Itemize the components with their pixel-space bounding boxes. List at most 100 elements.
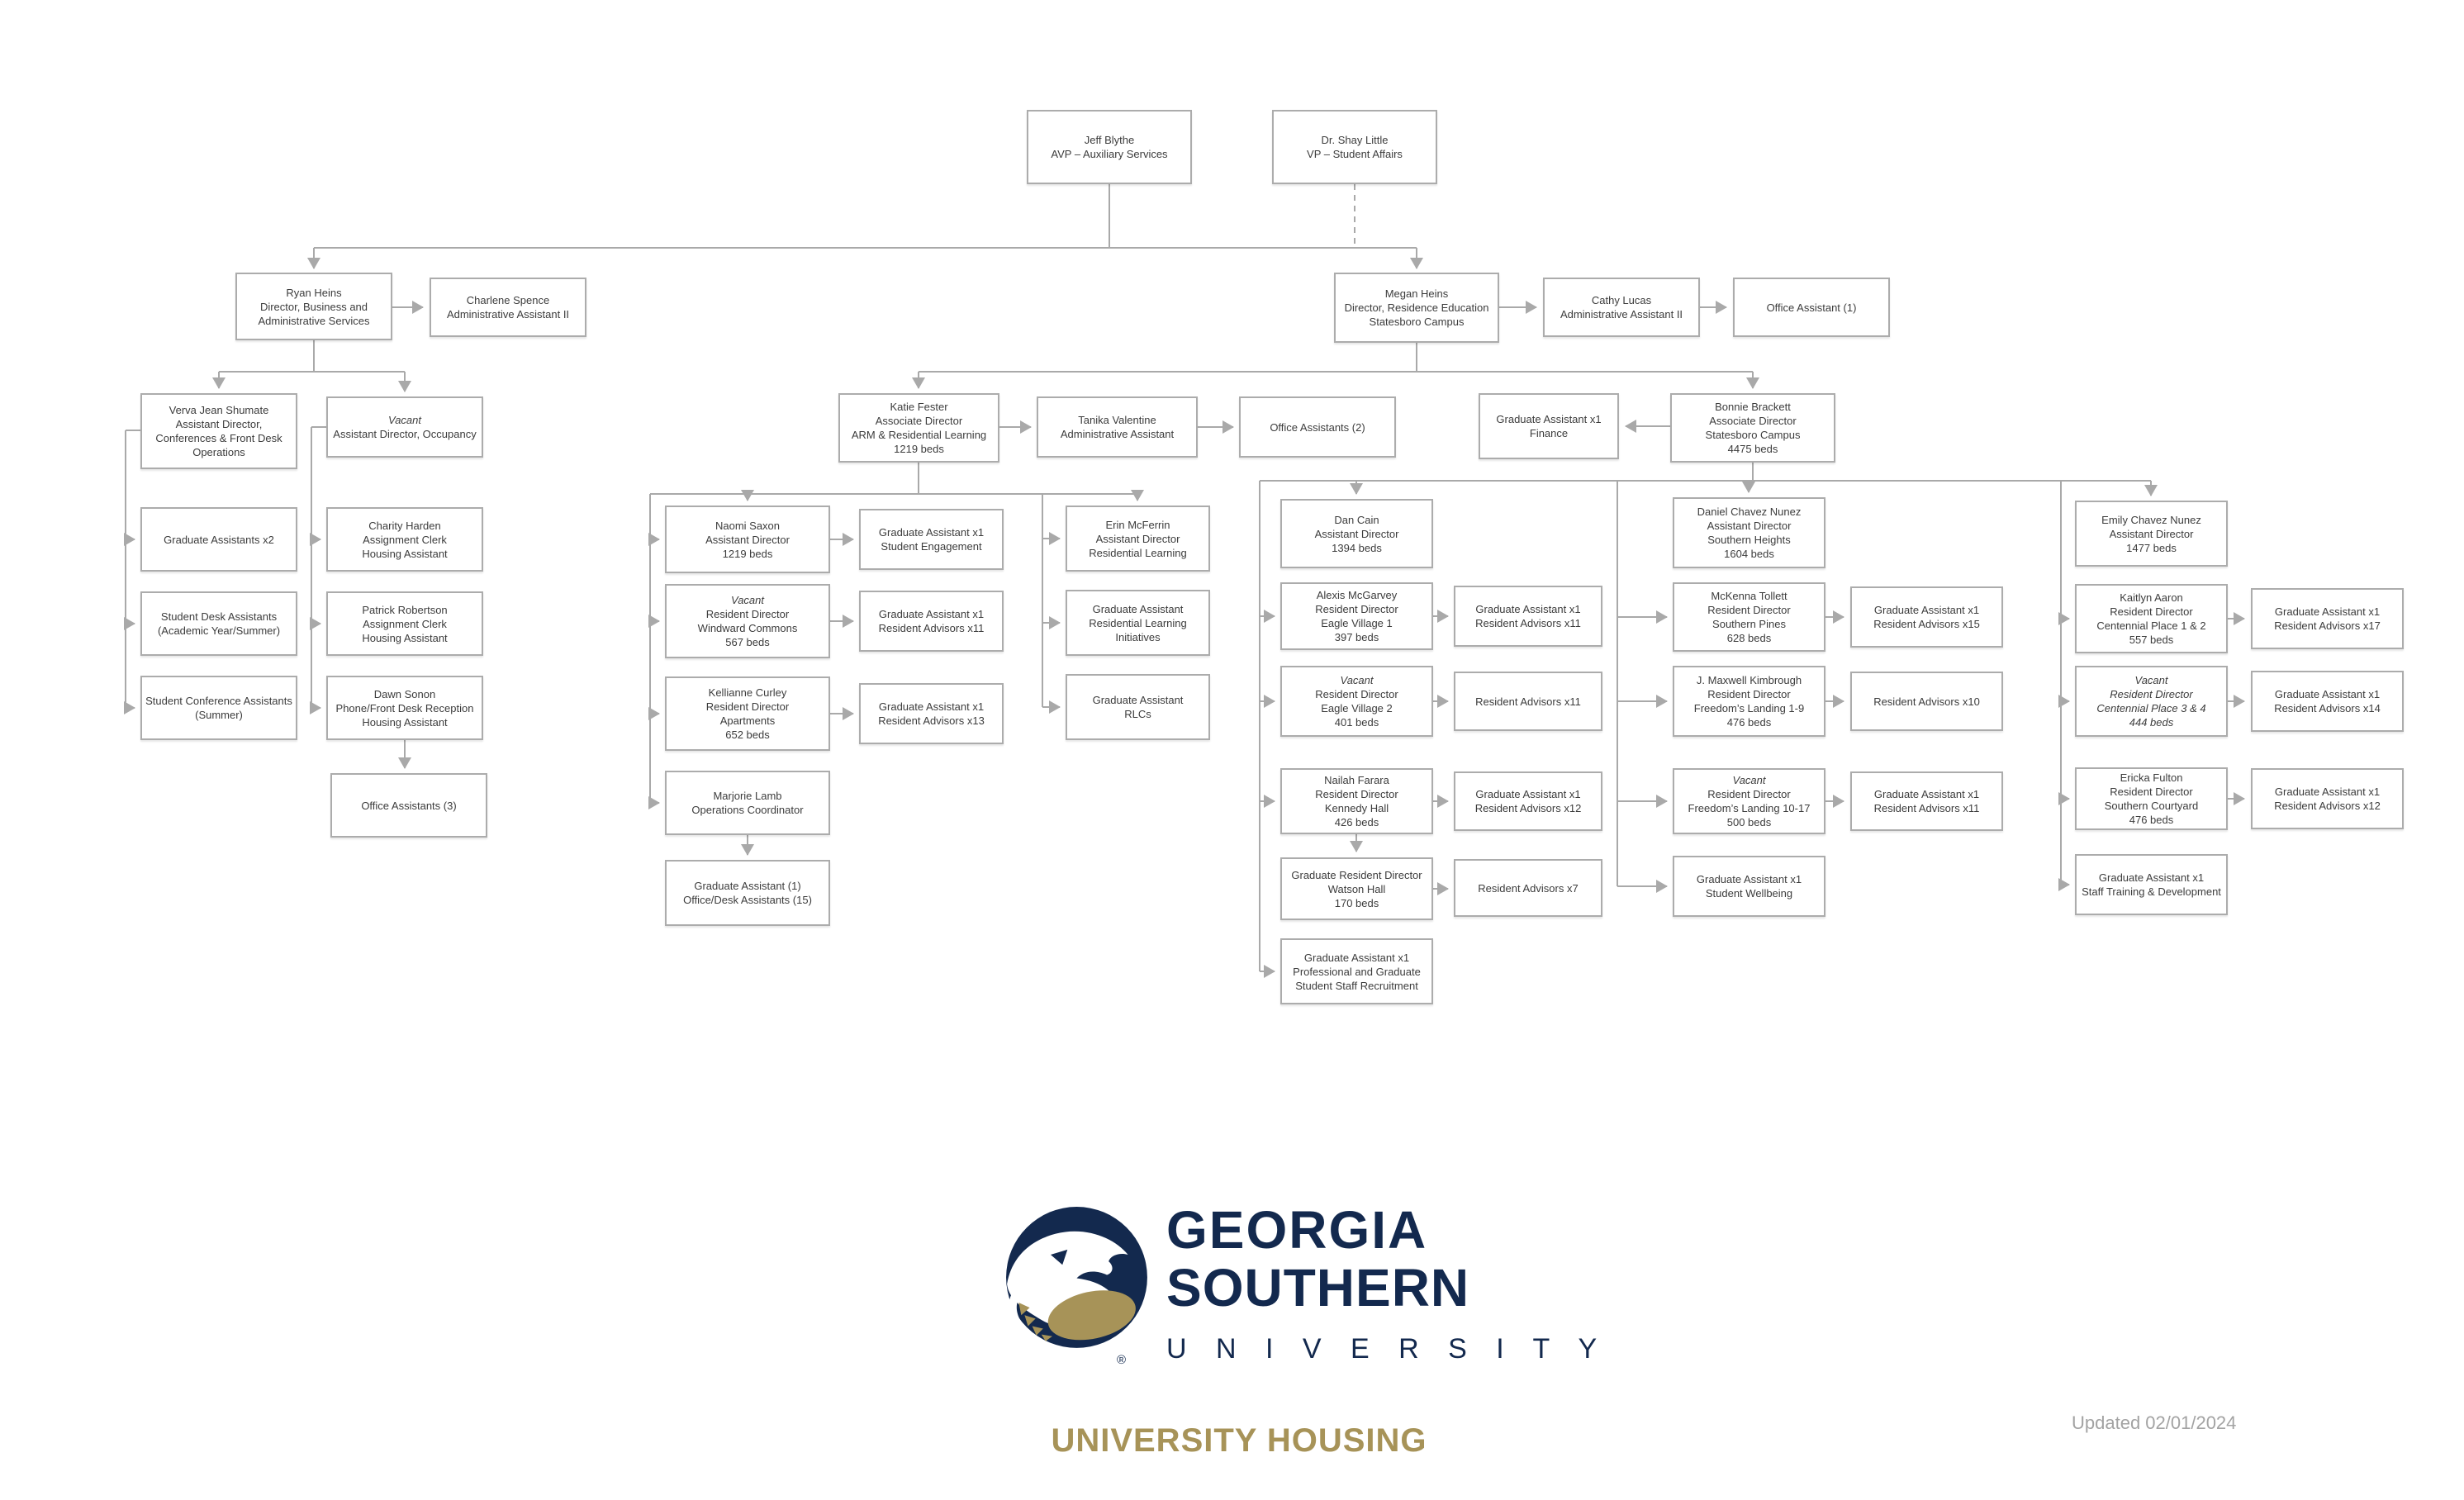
text-line: 628 beds — [1726, 632, 1772, 644]
text-line: (Academic Year/Summer) — [157, 624, 281, 637]
text-line: Student Wellbeing — [1705, 887, 1793, 900]
text-line: Administrative Assistant II — [446, 308, 570, 320]
text-line: Graduate Assistants x2 — [164, 533, 274, 546]
text-line: 500 beds — [1726, 816, 1772, 828]
text-line: Southern Heights — [1707, 534, 1791, 546]
text-line: Megan Heins — [1384, 287, 1449, 300]
text-line: Charlene Spence — [466, 294, 550, 306]
text-line: Graduate Assistant (1) — [694, 880, 801, 892]
text-line: Verva Jean Shumate — [169, 404, 269, 416]
text-line: Assistant Director — [1707, 520, 1792, 532]
text-line: Assistant Director — [2109, 527, 2194, 540]
text-line: Bonnie Brackett — [1715, 401, 1791, 413]
text-line: Freedom’s Landing 1-9 — [1693, 702, 1805, 714]
text-line: Vacant — [2134, 674, 2168, 686]
text-line: VP – Student Affairs — [1307, 148, 1403, 160]
node-ra-x7-watson: Resident Advisors x7 — [1454, 859, 1602, 917]
text-line: 170 beds — [1334, 896, 1379, 909]
text-line: Assistant Director, Occupancy — [333, 428, 477, 440]
text-line: Emily Chavez Nunez — [2101, 513, 2201, 526]
text-line: Dawn Sonon — [373, 687, 436, 700]
text-line: Vacant — [1732, 774, 1766, 786]
text-line: Centennial Place 3 & 4 — [2096, 702, 2206, 714]
text-line: Student Staff Recruitment — [1295, 979, 1418, 992]
text-line: Ericka Fulton — [2120, 771, 2183, 784]
text-line: Office/Desk Assistants (15) — [683, 894, 812, 906]
text-line: Nailah Farara — [1324, 774, 1389, 786]
text-line: Administrative Services — [258, 314, 370, 327]
text-line: Centennial Place 1 & 2 — [2096, 619, 2206, 632]
text-line: Resident Director — [2110, 786, 2193, 798]
text-line: Katie Fester — [890, 401, 948, 413]
text-line: Jeff Blythe — [1084, 134, 1135, 146]
text-line: Associate Director — [875, 415, 963, 427]
node-student-conference-assistants: Student Conference Assistants(Summer) — [140, 676, 297, 740]
text-line: Cathy Lucas — [1591, 294, 1652, 306]
node-office-assistants-3: Office Assistants (3) — [330, 773, 487, 838]
text-line: Resident Director — [1315, 688, 1398, 700]
text-line: Graduate Resident Director — [1291, 868, 1422, 881]
text-line: 567 beds — [725, 636, 770, 648]
node-ga-student-wellbeing: Graduate Assistant x1 Student Wellbeing — [1673, 856, 1825, 917]
registered-trademark-symbol: ® — [1117, 1353, 1127, 1367]
text-line: Statesboro Campus — [1369, 316, 1465, 328]
text-line: Housing Assistant — [362, 715, 448, 729]
logo-wordmark-georgia: GEORGIA — [1166, 1200, 1428, 1260]
text-line: Resident Director — [1707, 788, 1791, 800]
text-line: 652 beds — [725, 729, 770, 741]
text-line: Vacant — [1340, 674, 1374, 686]
text-line: Residential Learning — [1089, 546, 1187, 559]
text-line: Assistant Director — [1095, 532, 1180, 545]
text-line: 401 beds — [1334, 716, 1379, 729]
text-line: Naomi Saxon — [715, 519, 781, 532]
text-line: AVP – Auxiliary Services — [1051, 148, 1168, 160]
text-line: 397 beds — [1334, 631, 1379, 643]
text-line: Graduate Assistant x1 — [1873, 788, 1980, 800]
text-line: J. Maxwell Kimbrough — [1696, 674, 1802, 686]
text-line: (Summer) — [195, 709, 243, 721]
text-line: Assistant Director — [705, 533, 790, 546]
updated-date-label: Updated 02/01/2024 — [2072, 1412, 2237, 1433]
text-line: Dan Cain — [1334, 513, 1379, 526]
text-line: Resident Director — [1315, 788, 1398, 800]
text-line: Operations — [192, 446, 245, 458]
text-line: Tanika Valentine — [1078, 414, 1156, 426]
text-line: Graduate Assistant x1 — [1496, 413, 1602, 425]
text-line: Dr. Shay Little — [1321, 134, 1389, 146]
text-line: Resident Advisors x17 — [2274, 619, 2381, 632]
text-line: Graduate Assistant x1 — [1475, 788, 1581, 800]
text-line: Resident Director — [705, 608, 790, 620]
text-line: Eagle Village 2 — [1321, 702, 1393, 714]
text-line: Resident Advisors x12 — [2274, 800, 2381, 812]
text-line: Windward Commons — [697, 622, 798, 634]
text-line: Office Assistant (1) — [1766, 301, 1857, 314]
text-line: Graduate Assistant x1 — [1696, 873, 1802, 885]
text-line: 557 beds — [2129, 634, 2174, 646]
text-line: Resident Director — [705, 700, 790, 713]
text-line: Resident Director — [1315, 603, 1398, 615]
text-line: Marjorie Lamb — [713, 790, 782, 802]
